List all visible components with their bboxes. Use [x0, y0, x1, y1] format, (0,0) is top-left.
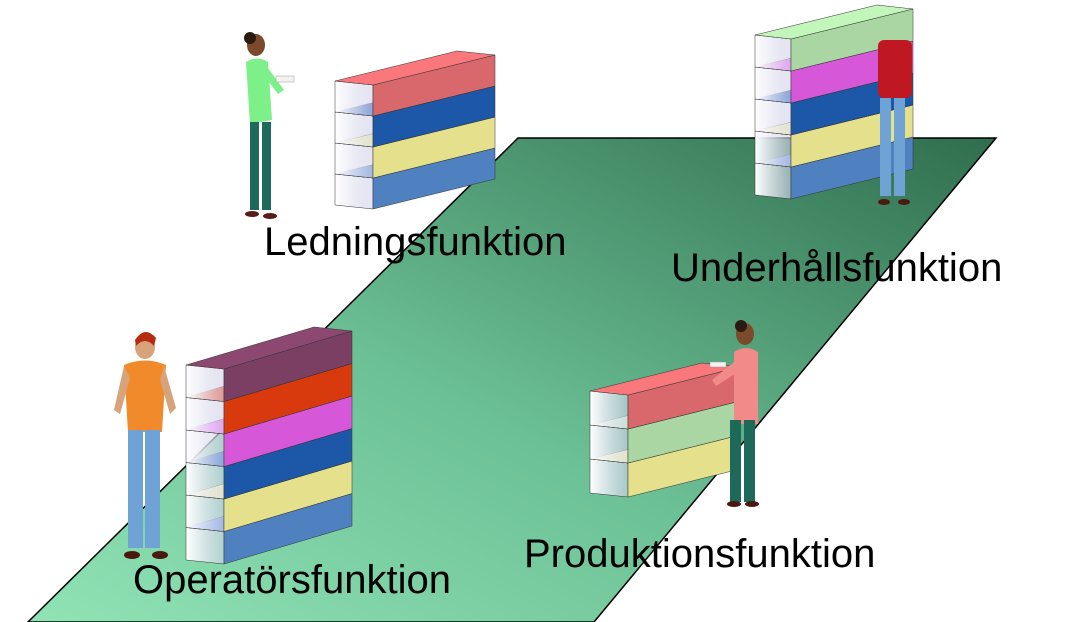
- woman-with-paper-icon: [244, 32, 295, 219]
- woman-pink-jacket-icon: [709, 320, 759, 507]
- box-end-face: [185, 397, 225, 435]
- box-end-face: [754, 66, 792, 104]
- box-end-face: [185, 429, 225, 467]
- box-end-face: [334, 173, 374, 210]
- box-top-face: [754, 4, 914, 40]
- box-end-face: [185, 462, 225, 500]
- box-end-face: [334, 142, 374, 179]
- box-end-face: [754, 98, 792, 136]
- box-top-face: [185, 326, 353, 370]
- box-end-face: [589, 390, 629, 430]
- label-produktionsfunktion: Produktionsfunktion: [524, 532, 876, 576]
- man-orange-shirt-icon: [114, 331, 176, 559]
- box-end-face: [185, 364, 225, 402]
- box-stack-operator: [185, 326, 353, 565]
- box-end-face: [589, 458, 629, 498]
- box-end-face: [754, 130, 792, 168]
- box-stack-ledning: [334, 50, 496, 210]
- box-end-face: [589, 424, 629, 464]
- box-end-face: [754, 162, 792, 200]
- label-ledningsfunktion: Ledningsfunktion: [264, 220, 567, 264]
- box-end-face: [334, 111, 374, 148]
- box-stack-produktion: [589, 362, 741, 498]
- box-end-face: [334, 80, 374, 117]
- box-end-face: [185, 494, 225, 532]
- man-red-shirt-icon: [878, 40, 912, 205]
- label-operatorsfunktion: Operatörsfunktion: [133, 558, 451, 602]
- box-end-face: [754, 34, 792, 72]
- box-top-face: [334, 50, 496, 86]
- label-underhallsfunktion: Underhållsfunktion: [671, 246, 1003, 290]
